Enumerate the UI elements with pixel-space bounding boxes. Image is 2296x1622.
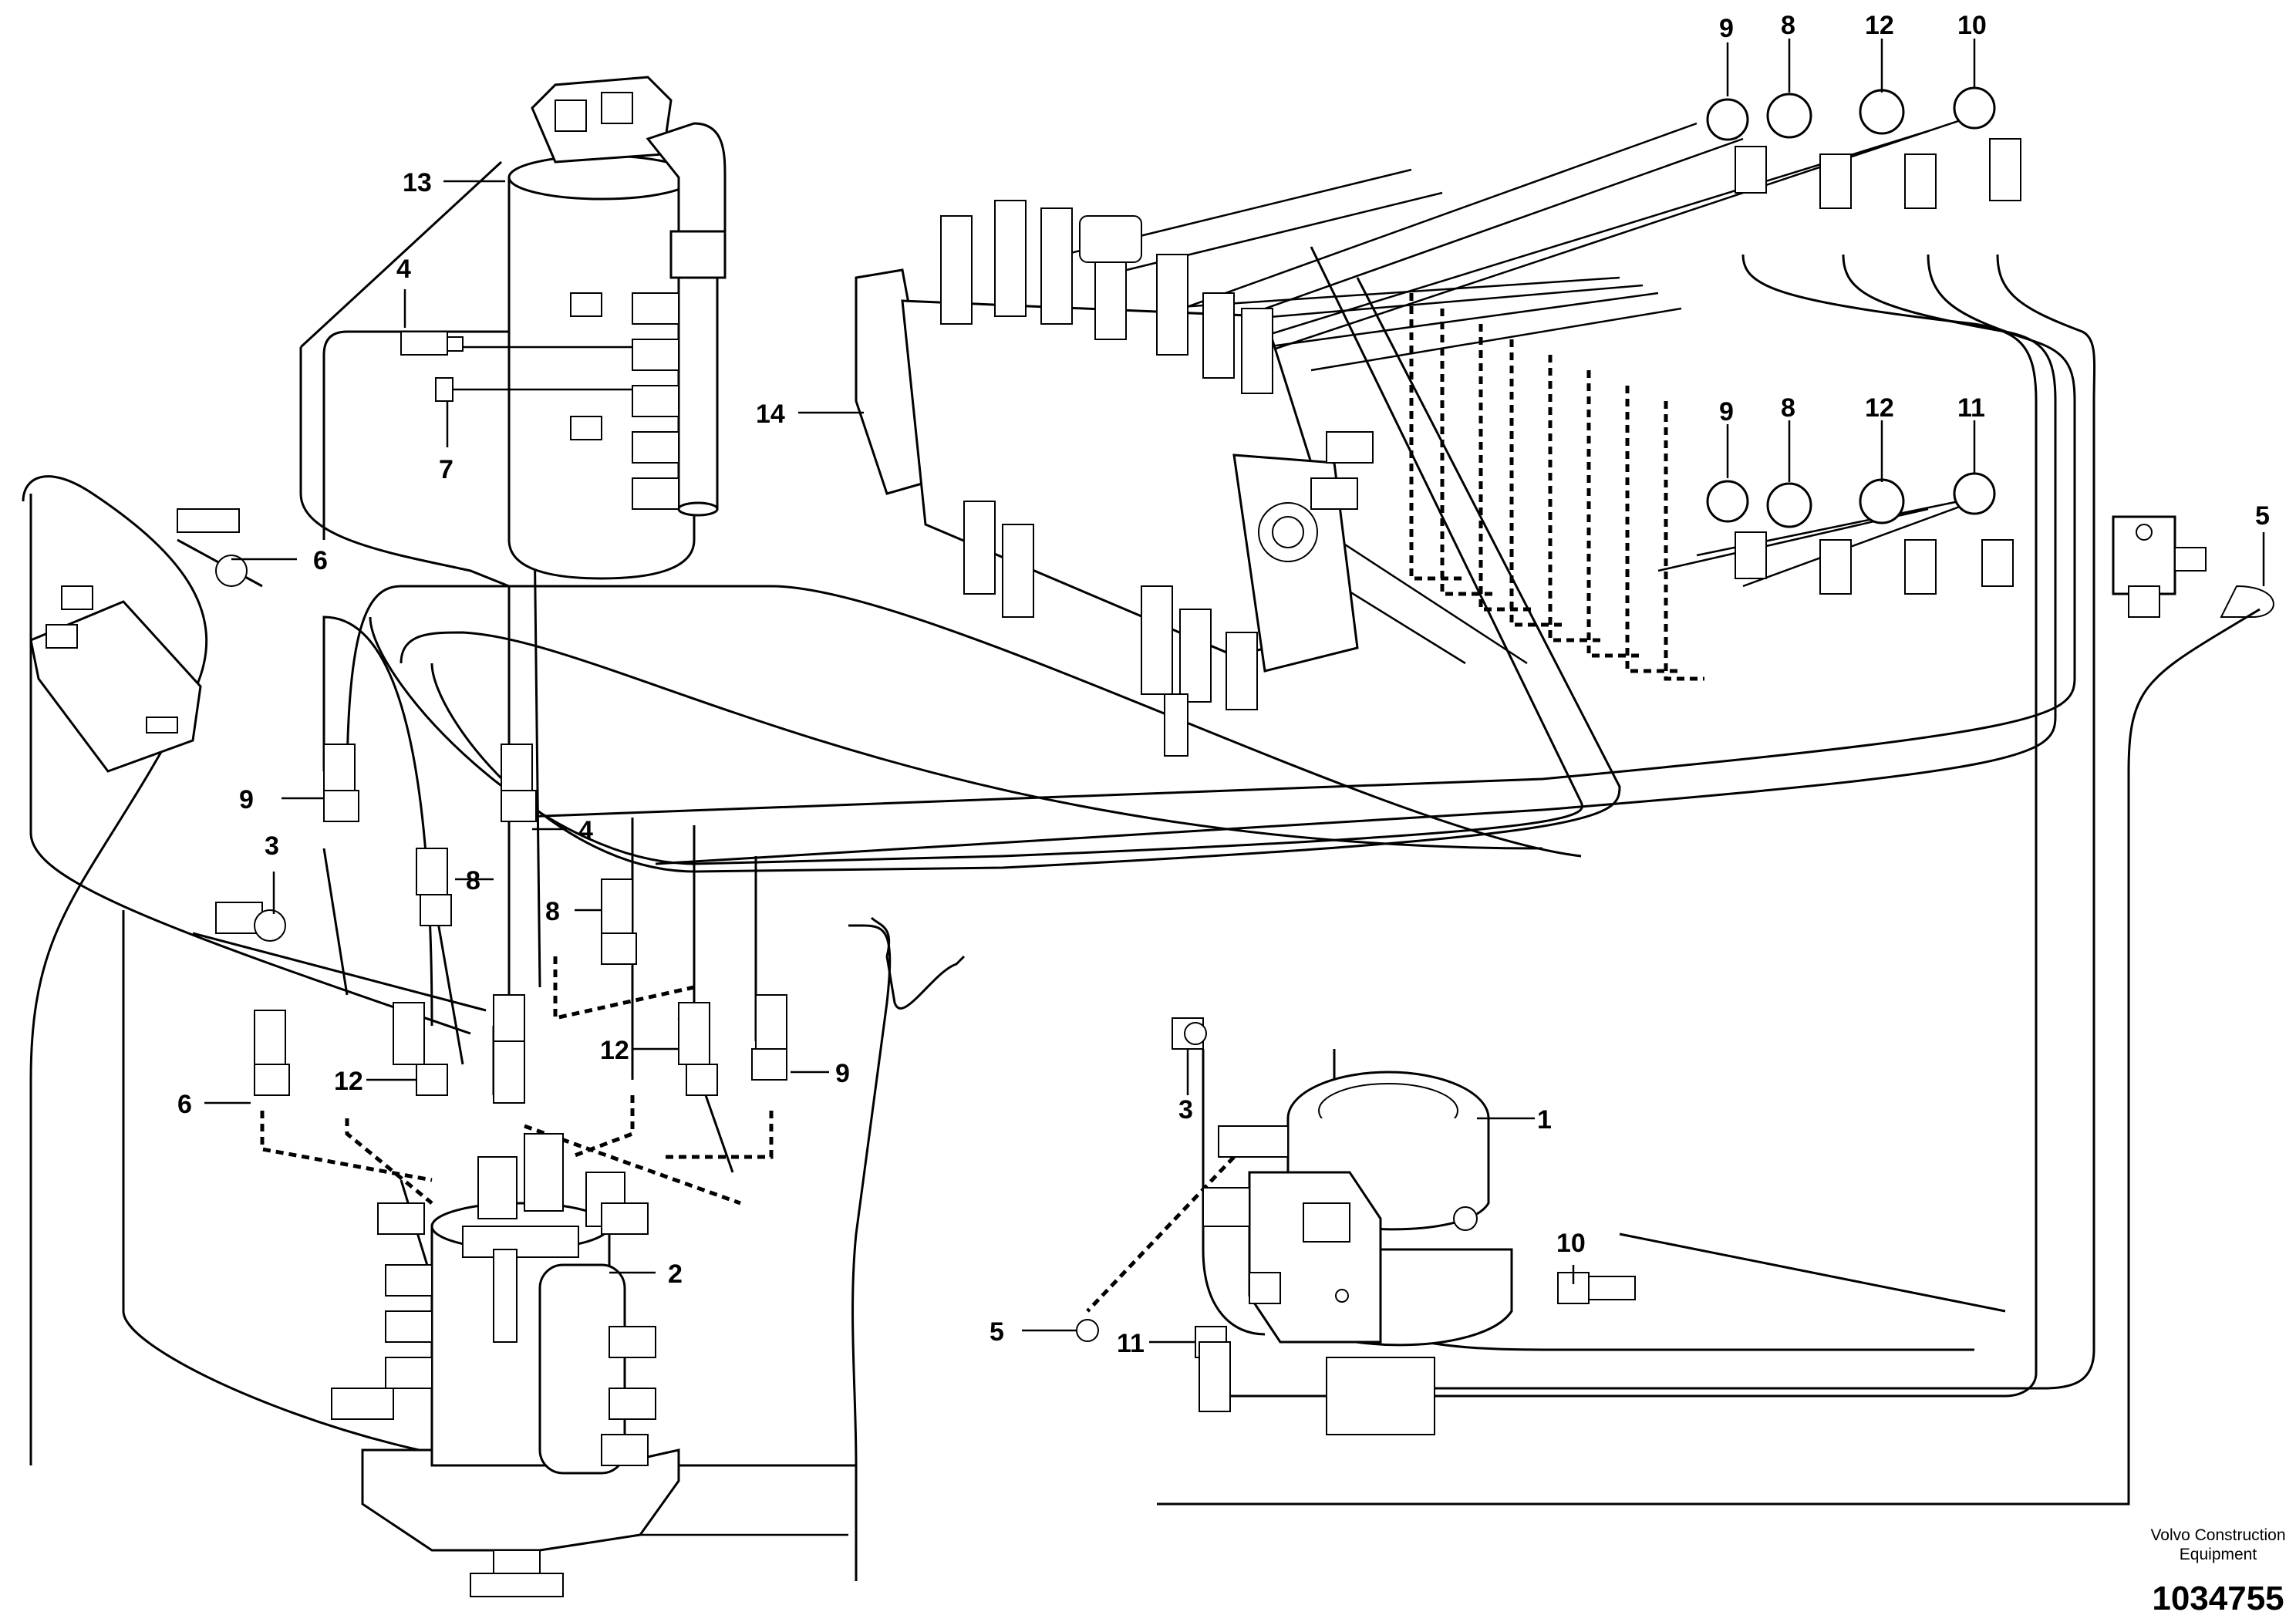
filter-fittings xyxy=(400,331,632,402)
brand-line-1: Volvo Construction xyxy=(2150,1526,2285,1544)
callout-5-low: 5 xyxy=(990,1317,1004,1347)
brand-line-2: Equipment xyxy=(2180,1546,2257,1563)
callout-11-low: 11 xyxy=(1117,1329,1145,1358)
callout-12-top: 12 xyxy=(1865,11,1894,40)
callout-7: 7 xyxy=(439,455,453,484)
callout-4-mid: 4 xyxy=(578,816,593,845)
callout-10-top: 10 xyxy=(1957,11,1987,40)
callout-12-left: 12 xyxy=(334,1067,363,1096)
callout-leaders xyxy=(204,39,2265,1344)
left-cluster-fittings xyxy=(215,744,1636,1412)
footer: Volvo Construction Equipment 1034755 xyxy=(2150,1526,2285,1617)
callout-1: 1 xyxy=(1537,1105,1552,1135)
callout-13: 13 xyxy=(403,168,432,197)
shuttle-valve-block xyxy=(1157,515,2274,1506)
callout-8-left: 8 xyxy=(466,866,480,895)
dashed-connections xyxy=(260,293,1704,1313)
callout-12-mid: 12 xyxy=(1865,393,1894,423)
swivel-joint xyxy=(331,1133,680,1597)
filter-assembly xyxy=(507,76,727,580)
callout-9-right: 9 xyxy=(835,1059,850,1088)
callout-3-right: 3 xyxy=(1178,1095,1193,1125)
callout-9-top: 9 xyxy=(1719,14,1734,43)
top-right-fittings xyxy=(1706,86,2021,209)
callout-4-top: 4 xyxy=(396,255,411,284)
swing-motor xyxy=(1202,1071,1513,1435)
callout-3-left: 3 xyxy=(265,831,279,861)
callout-14: 14 xyxy=(756,400,785,429)
drawing-number: 1034755 xyxy=(2152,1580,2284,1617)
callout-10-low: 10 xyxy=(1556,1229,1586,1258)
callout-labels: 1 2 3 3 4 4 5 5 6 6 7 8 8 8 8 9 9 9 9 10… xyxy=(177,11,2270,1358)
callout-9-mid: 9 xyxy=(1719,397,1734,427)
callout-9-left: 9 xyxy=(239,785,254,814)
callout-8-center: 8 xyxy=(545,897,560,926)
callout-11-mid: 11 xyxy=(1957,393,1985,423)
callout-2: 2 xyxy=(668,1259,683,1289)
callout-5-right: 5 xyxy=(2255,501,2270,531)
callout-12-center: 12 xyxy=(600,1036,629,1065)
control-valve-block xyxy=(855,200,1374,757)
callout-6-top: 6 xyxy=(313,546,328,575)
callout-8-mid: 8 xyxy=(1781,393,1795,423)
mid-right-fittings xyxy=(1706,472,2014,595)
callout-6-low: 6 xyxy=(177,1090,192,1119)
callout-8-top: 8 xyxy=(1781,11,1795,40)
auxiliary-valve-block xyxy=(29,508,248,773)
